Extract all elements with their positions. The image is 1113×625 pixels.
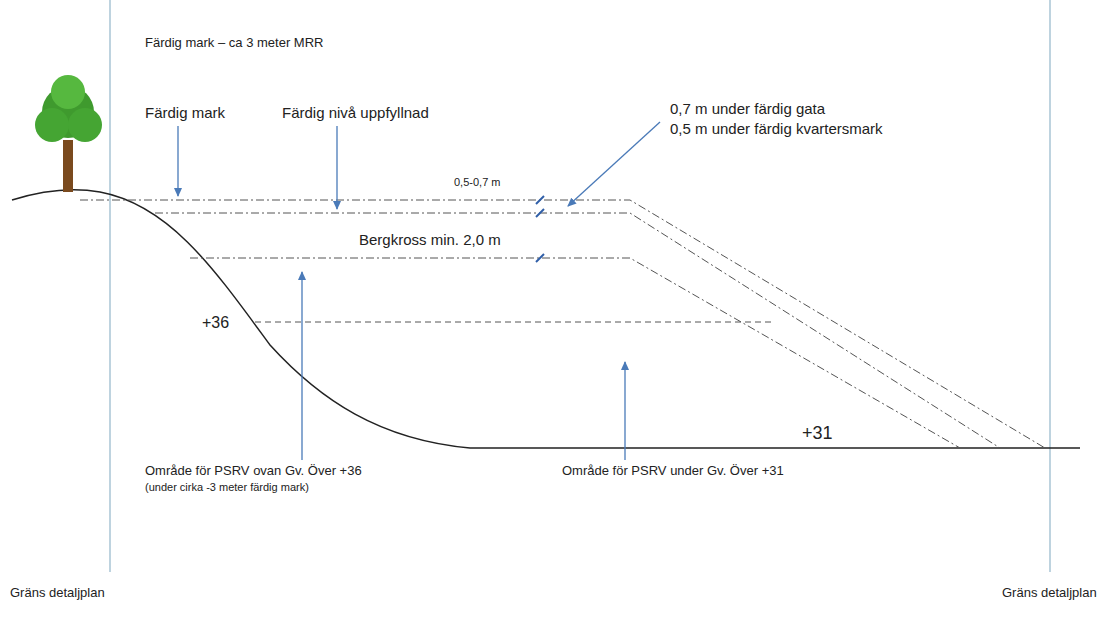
label: Färdig nivå uppfyllnad [280,104,431,121]
label: 0,7 m under färdig gata [668,100,827,117]
label: Gräns detaljplan [1000,586,1099,601]
plan-border [1049,0,1051,572]
label: 0,5 m under färdig kvartersmark [668,120,885,137]
label: Område för PSRV ovan Gv. Över +36 [143,464,364,479]
label: +31 [800,423,835,444]
level-lines [80,200,1045,448]
label: Område för PSRV under Gv. Över +31 [560,464,786,479]
tree [35,75,102,192]
plan-border [109,0,111,572]
label: 0,5-0,7 m [452,176,502,189]
label: Bergkross min. 2,0 m [357,231,503,248]
label: (under cirka -3 meter färdig mark) [143,481,311,494]
label: Färdig mark – ca 3 meter MRR [143,36,325,51]
leader-arrows [178,122,660,460]
label: Gräns detaljplan [8,586,107,601]
label: Färdig mark [143,104,227,121]
label: +36 [200,314,231,332]
tick-marks [536,196,544,262]
terrain-line [12,190,1080,448]
